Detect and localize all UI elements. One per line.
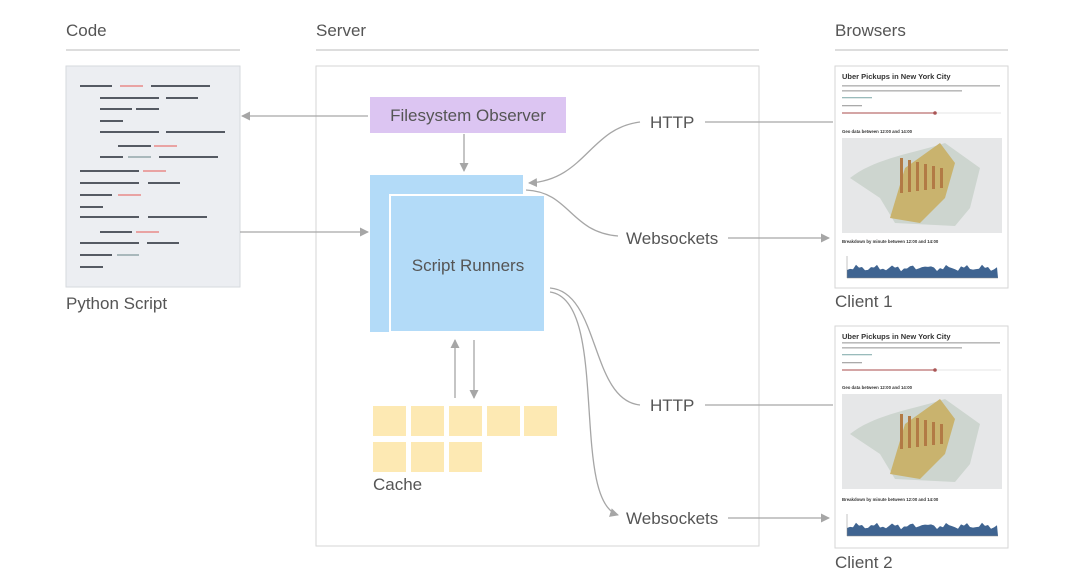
source-link xyxy=(842,97,872,99)
cache: Cache xyxy=(373,406,557,494)
description-text xyxy=(842,85,1000,87)
pickup-columns xyxy=(890,399,955,479)
http-1-to-runners-arrow xyxy=(528,121,641,188)
script-runners-label: Script Runners xyxy=(412,256,524,275)
app-title: Uber Pickups in New York City xyxy=(842,332,951,341)
runners-to-websockets-1-curve xyxy=(525,189,619,237)
cache-cell xyxy=(373,406,406,436)
python-script-panel xyxy=(65,65,241,288)
cache-cell xyxy=(373,442,406,472)
filesystem-observer: Filesystem Observer xyxy=(370,97,566,133)
http-2-label: HTTP xyxy=(650,396,694,415)
runners-to-websockets-2-arrow xyxy=(549,291,619,517)
cache-cell xyxy=(524,406,557,436)
browsers-header: Browsers xyxy=(835,21,906,40)
chart-heading: Breakdown by minute between 12:00 and 14… xyxy=(842,497,939,502)
pickup-columns xyxy=(890,143,955,223)
runners-to-http-2-curve xyxy=(549,287,641,406)
cache-cell xyxy=(411,406,444,436)
script-runners: Script Runners xyxy=(370,175,546,333)
python-script-caption: Python Script xyxy=(66,294,167,313)
pickup-column xyxy=(916,418,919,447)
minute-area-chart xyxy=(847,522,998,536)
pickup-column xyxy=(916,162,919,191)
http-1-label: HTTP xyxy=(650,113,694,132)
cache-label: Cache xyxy=(373,475,422,494)
client-1-caption: Client 1 xyxy=(835,292,893,311)
cache-cell xyxy=(449,442,482,472)
chart-heading: Breakdown by minute between 12:00 and 14… xyxy=(842,239,939,244)
pickup-column xyxy=(924,164,927,190)
pickup-column xyxy=(908,160,911,192)
client-2-caption: Client 2 xyxy=(835,553,893,572)
pickup-column xyxy=(940,168,943,188)
code-lines xyxy=(80,85,225,268)
cache-cell xyxy=(411,442,444,472)
client-2-browser: Uber Pickups in New York City Geo data b… xyxy=(834,325,1009,549)
pickup-column xyxy=(932,422,935,445)
description-text xyxy=(842,347,962,349)
source-link xyxy=(842,354,872,356)
pickup-column xyxy=(900,414,903,449)
cache-cell xyxy=(449,406,482,436)
description-text xyxy=(842,342,1000,344)
map-heading: Geo data between 12:00 and 14:00 xyxy=(842,129,913,134)
description-text xyxy=(842,90,962,92)
websockets-1-label: Websockets xyxy=(626,229,718,248)
slider-handle xyxy=(933,368,937,372)
slider-handle xyxy=(933,111,937,115)
pickup-column xyxy=(908,416,911,448)
map-heading: Geo data between 12:00 and 14:00 xyxy=(842,385,913,390)
app-title: Uber Pickups in New York City xyxy=(842,72,951,81)
server-header: Server xyxy=(316,21,366,40)
websockets-2-label: Websockets xyxy=(626,509,718,528)
slider-label xyxy=(842,105,862,107)
pickup-column xyxy=(932,166,935,189)
pickup-column xyxy=(940,424,943,444)
cache-cell xyxy=(487,406,520,436)
pickup-column xyxy=(900,158,903,193)
code-header: Code xyxy=(66,21,107,40)
slider-label xyxy=(842,362,862,364)
filesystem-observer-label: Filesystem Observer xyxy=(390,106,546,125)
pickup-column xyxy=(924,420,927,446)
client-1-browser: Uber Pickups in New York City Geo data b… xyxy=(834,65,1009,289)
minute-area-chart xyxy=(847,264,998,278)
